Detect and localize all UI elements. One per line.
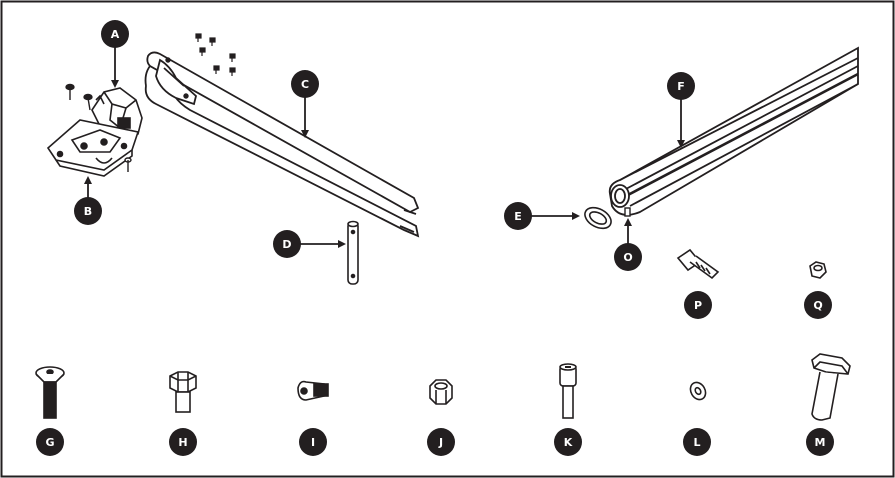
callout-e: E — [504, 202, 532, 230]
callout-g: G — [36, 428, 64, 456]
callout-d-text: D — [282, 238, 291, 251]
part-g-flat-head-screw — [36, 367, 64, 418]
callout-l-text: L — [693, 436, 700, 449]
callout-l: L — [683, 428, 711, 456]
callout-h: H — [169, 428, 197, 456]
callout-d: D — [273, 230, 301, 258]
callout-a-text: A — [111, 28, 120, 41]
callout-m-text: M — [815, 436, 826, 449]
part-a-screws — [66, 85, 92, 111]
part-i-button-head-screw — [298, 382, 328, 400]
callout-p-text: P — [694, 299, 702, 312]
part-m-large-bolt — [812, 354, 850, 420]
callout-k-text: K — [564, 436, 573, 449]
callout-i-text: I — [311, 436, 315, 449]
part-f-crossbar — [610, 48, 858, 215]
part-o-set-screw — [625, 208, 630, 216]
part-c-bolt-cluster — [196, 34, 235, 76]
callout-e-text: E — [514, 210, 522, 223]
callout-o-text: O — [623, 251, 632, 264]
callout-b-text: B — [84, 205, 92, 218]
part-l-washer — [687, 380, 708, 403]
part-e-end-cap — [581, 203, 614, 232]
callout-f: F — [667, 72, 695, 100]
callout-q: Q — [804, 291, 832, 319]
callout-k: K — [554, 428, 582, 456]
callout-i: I — [299, 428, 327, 456]
part-q-nut — [810, 262, 826, 278]
callout-b: B — [74, 197, 102, 225]
part-k-socket-cap-screw — [560, 364, 576, 418]
callout-q-text: Q — [813, 299, 822, 312]
part-j-nylock-nut — [430, 380, 452, 404]
callout-o: O — [614, 243, 642, 271]
callout-g-text: G — [45, 436, 54, 449]
callout-c: C — [291, 70, 319, 98]
callout-c-text: C — [301, 78, 309, 91]
callout-a: A — [101, 20, 129, 48]
callout-f-text: F — [677, 80, 685, 93]
part-b-screw — [125, 158, 131, 172]
callout-p: P — [684, 291, 712, 319]
callout-j: J — [427, 428, 455, 456]
callout-h-text: H — [178, 436, 187, 449]
part-b-clamp-base — [48, 120, 138, 176]
part-h-hex-bolt — [170, 372, 196, 412]
callout-m: M — [806, 428, 834, 456]
part-c-arm — [146, 52, 419, 236]
part-p-t-bolt — [678, 250, 718, 278]
callout-j-text: J — [438, 436, 443, 449]
part-d-pin — [348, 222, 358, 285]
